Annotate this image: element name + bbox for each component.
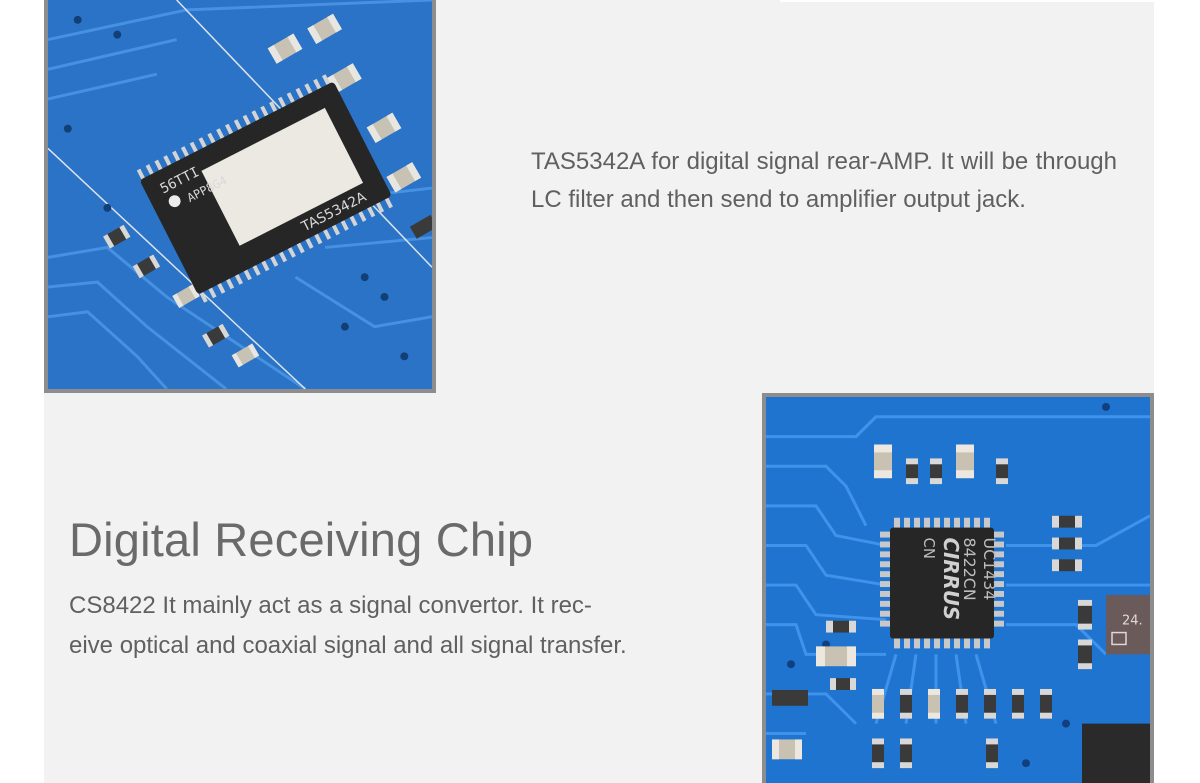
- receiver-chip-brand: CIRRUS: [939, 538, 962, 621]
- receiver-chip-code: UC1434: [980, 538, 999, 601]
- receiver-chip-part: 8422CN: [960, 538, 979, 601]
- receiver-description-line: CS8422 It mainly act as a signal convert…: [69, 592, 592, 619]
- receiver-description: CS8422 It mainly act as a signal convert…: [69, 586, 709, 666]
- receiver-side-marking: 24.: [1122, 614, 1143, 629]
- amp-chip-photo: 56TTI APP8G4 TAS5342A: [44, 0, 436, 393]
- receiver-heading: Digital Receiving Chip: [69, 513, 534, 566]
- amp-description: TAS5342A for digital signal rear-AMP. It…: [531, 148, 1117, 213]
- top-divider: [780, 0, 1154, 2]
- receiver-description-line: eive optical and coaxial signal and all …: [69, 632, 627, 659]
- receiver-chip-photo: 24.: [762, 393, 1154, 783]
- receiver-chip-marking-cn: CN: [920, 538, 938, 559]
